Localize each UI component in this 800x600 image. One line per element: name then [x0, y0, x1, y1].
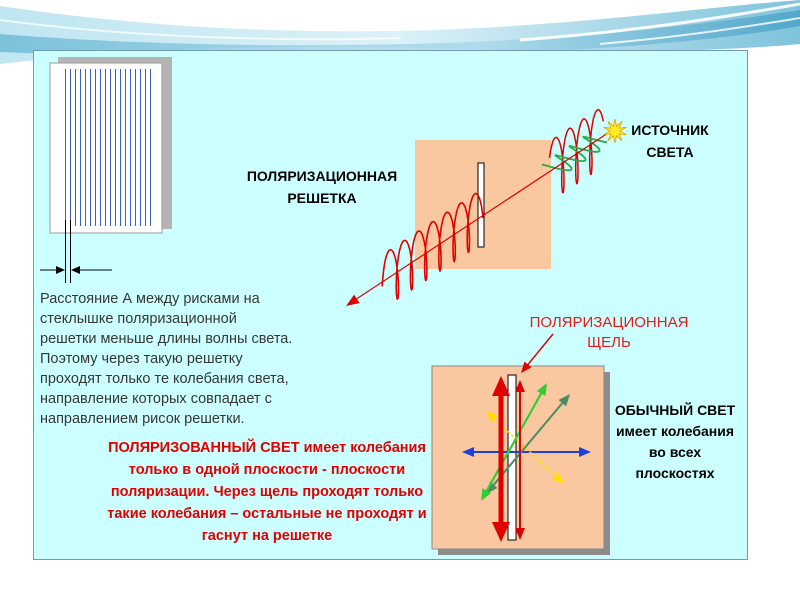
- polarized-note-line: ПОЛЯРИЗОВАННЫЙ СВЕТ имеет колебания: [108, 440, 426, 456]
- unpolarized-wave-vertical-component: [548, 108, 605, 194]
- beam-direction-arrowhead: [346, 294, 360, 306]
- diagonal-vibration-arrow-green-shaft: [484, 390, 544, 494]
- diagonal-vibration-arrow-dark-shaft: [491, 400, 565, 488]
- slit-label-pointer: [521, 333, 554, 373]
- slit-pointer-arrow-shaft: [526, 333, 554, 367]
- grating-figure: [40, 57, 172, 283]
- description-line: решетки меньше длины волны света.: [40, 331, 293, 347]
- diagonal-vibration-arrow-green-head: [481, 488, 492, 501]
- polarizing-grating-filter: [415, 140, 551, 269]
- vertical-vibration-arrow-thick-head: [492, 376, 510, 396]
- header-wave-decoration: [0, 0, 800, 64]
- wave-highlight: [0, 19, 401, 41]
- polarized-note-line: поляризации. Через щель проходят только: [110, 484, 424, 500]
- description-line: направлением рисок решетки.: [40, 411, 245, 427]
- polarized-note-line: только в одной плоскости - плоскости: [128, 462, 406, 478]
- slit-label-line: ЩЕЛЬ: [587, 334, 631, 351]
- vertical-vibration-arrow-thick-head: [492, 522, 510, 542]
- diagonal-vibration-arrow-dark: [486, 394, 570, 494]
- vertical-vibration-arrow-thick: [492, 376, 510, 542]
- grating-description: Расстояние А между рисками на стеклышке …: [40, 289, 292, 429]
- polarizing-slit-figure: [431, 365, 610, 555]
- diagonal-vibration-arrow-yellow-shaft: [492, 417, 558, 478]
- vertical-vibration-arrow-thin: [515, 380, 525, 540]
- polarized-note-line: такие колебания – остальные не проходят …: [107, 506, 427, 522]
- description-line: направление которых совпадает с: [40, 391, 272, 407]
- light-source-label: ИСТОЧНИК СВЕТА: [620, 119, 720, 163]
- wave-highlight: [599, 17, 800, 45]
- ordinary-light-note: ОБЫЧНЫЙ СВЕТ имеет колебания во всех пло…: [605, 400, 745, 484]
- dimension-arrowhead-left: [56, 266, 65, 274]
- vibration-directions: [462, 376, 591, 542]
- dimension-arrowhead-right: [71, 266, 80, 274]
- grating-rulings: [65, 69, 151, 226]
- polarizing-slit: [507, 374, 517, 541]
- diagonal-vibration-arrow-yellow: [486, 411, 564, 484]
- diagonal-vibration-arrow-dark-head: [486, 481, 498, 494]
- slit-filter-plate: [431, 365, 605, 550]
- polarized-note-line: гаснут на решетке: [201, 528, 333, 544]
- polarizing-slit-label: ПОЛЯРИЗАЦИОННАЯ ЩЕЛЬ: [524, 313, 694, 353]
- light-source-star-icon: [603, 118, 627, 144]
- diagonal-vibration-arrow-green-head: [536, 383, 547, 396]
- description-line: проходят только те колебания света,: [40, 371, 289, 387]
- wave-highlight: [519, 2, 800, 42]
- ordinary-note-line: ОБЫЧНЫЙ СВЕТ: [614, 402, 736, 418]
- polarized-light-note: ПОЛЯРИЗОВАННЫЙ СВЕТ имеет колебания толь…: [92, 437, 442, 547]
- unpolarized-wave-horizontal-component: [541, 135, 608, 172]
- vertical-vibration-arrow-thin-head: [515, 380, 525, 392]
- slit-pointer-arrow: [521, 333, 554, 373]
- spacing-dimension: [40, 220, 112, 283]
- source-label-line: СВЕТА: [646, 144, 694, 160]
- description-line: Поэтому через такую решетку: [40, 351, 243, 367]
- source-label-line: ИСТОЧНИК: [631, 122, 709, 138]
- diagonal-vibration-arrow-dark-head: [558, 394, 570, 407]
- horizontal-vibration-arrow: [462, 447, 591, 457]
- ordinary-note-line: имеет колебания: [615, 423, 735, 439]
- grating-label-line: ПОЛЯРИЗАЦИОННАЯ: [246, 168, 398, 184]
- diagonal-vibration-arrow-yellow-head: [486, 411, 499, 423]
- ordinary-note-line: во всех: [648, 444, 702, 460]
- diagonal-vibration-arrow-green: [481, 383, 547, 501]
- grating-label-line: РЕШЕТКА: [287, 190, 357, 206]
- polarized-wave: [381, 192, 484, 301]
- light-source: [603, 118, 627, 144]
- ordinary-note-line: плоскостях: [635, 465, 715, 481]
- slit-pointer-arrow-head: [521, 361, 532, 373]
- light-beam: [346, 108, 609, 306]
- description-line: Расстояние А между рисками на: [40, 291, 260, 307]
- diagonal-vibration-arrow-yellow-head: [551, 472, 564, 484]
- description-line: стеклышке поляризационной: [40, 311, 237, 327]
- horizontal-vibration-arrow-head: [579, 447, 591, 457]
- polarizing-grating-label: ПОЛЯРИЗАЦИОННАЯ РЕШЕТКА: [240, 165, 404, 209]
- vertical-vibration-arrow-thin-head: [515, 528, 525, 540]
- slit-label-line: ПОЛЯРИЗАЦИОННАЯ: [529, 314, 689, 331]
- wave-band-dark: [0, 10, 800, 57]
- horizontal-vibration-arrow-head: [462, 447, 474, 457]
